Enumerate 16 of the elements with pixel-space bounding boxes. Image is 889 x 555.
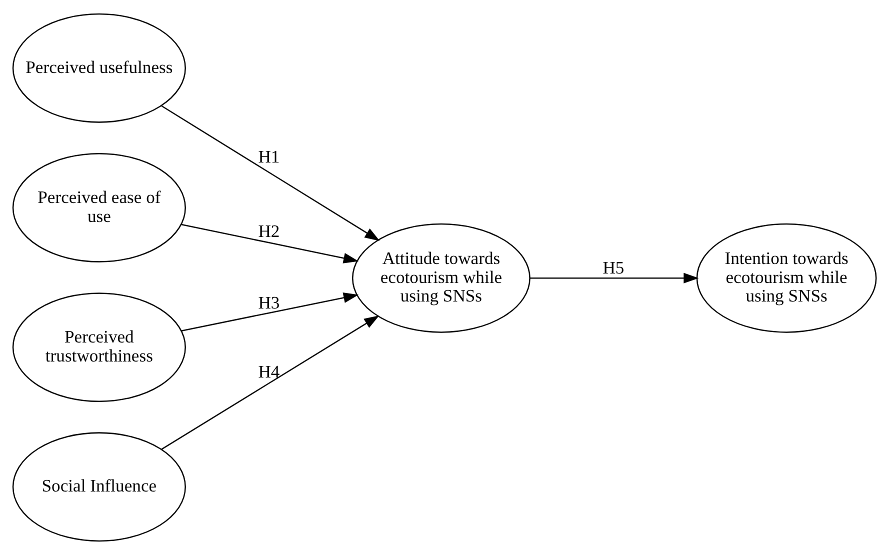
- arrow: [530, 272, 699, 284]
- node-ellipse: Social Influence: [12, 432, 186, 542]
- node-ellipse: Perceived ease of use: [12, 153, 186, 262]
- arrow: [161, 315, 380, 450]
- node-ellipse: Intention towards ecotourism while using SNSs: [696, 223, 877, 333]
- edge-label: H5: [602, 257, 624, 278]
- node-ellipse: Perceived usefulness: [12, 13, 186, 123]
- arrow: [161, 105, 380, 241]
- edge-label: H1: [258, 146, 280, 167]
- edge-label: H2: [258, 220, 280, 241]
- edge-label: H4: [258, 362, 280, 382]
- arrow: [181, 292, 359, 332]
- node-ellipse: Perceived trustworthiness: [12, 292, 186, 402]
- arrow: [181, 224, 359, 264]
- edge-label: H3: [258, 292, 280, 313]
- node-ellipse: Attitude towards ecotourism while using SNSs: [352, 223, 530, 333]
